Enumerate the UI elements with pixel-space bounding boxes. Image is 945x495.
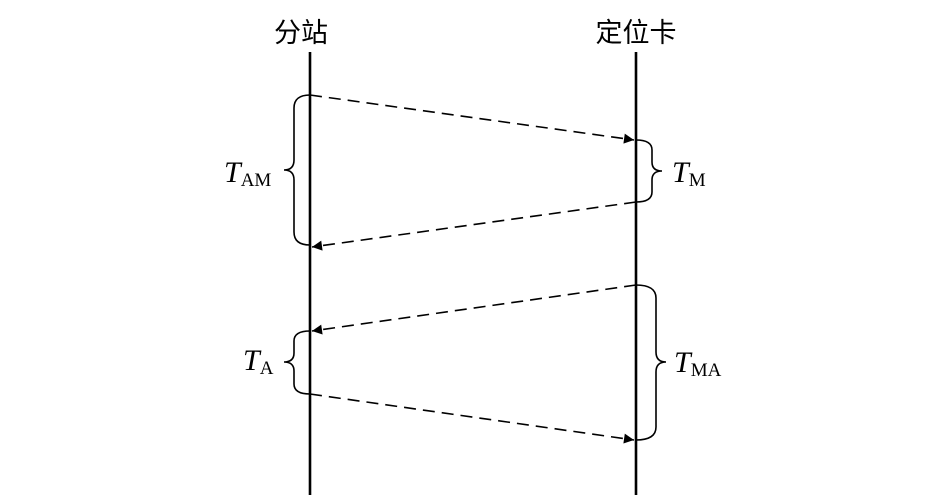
t-am-brace	[283, 94, 311, 246]
t-ma-brace	[635, 284, 667, 441]
t-am-label: TAM	[224, 156, 271, 191]
t-am-symbol: T	[224, 156, 243, 189]
message-arrow-2	[311, 201, 637, 251]
t-ma-symbol: T	[674, 346, 693, 379]
t-ma-label: TMA	[674, 346, 722, 381]
t-a-label: TA	[243, 344, 274, 379]
t-m-brace	[635, 139, 663, 203]
t-am-subscript: AM	[241, 170, 272, 191]
t-ma-subscript: MA	[691, 360, 722, 381]
t-m-symbol: T	[672, 156, 691, 189]
t-m-subscript: M	[689, 170, 706, 191]
message-arrow-1	[309, 94, 635, 144]
t-m-label: TM	[672, 156, 706, 191]
message-arrow-3	[311, 284, 637, 335]
base-station-title: 分站	[274, 18, 328, 49]
message-arrow-4	[309, 393, 635, 444]
locator-card-title: 定位卡	[596, 18, 677, 49]
t-a-symbol: T	[243, 344, 262, 377]
t-a-brace	[283, 330, 311, 395]
t-a-subscript: A	[260, 358, 274, 379]
